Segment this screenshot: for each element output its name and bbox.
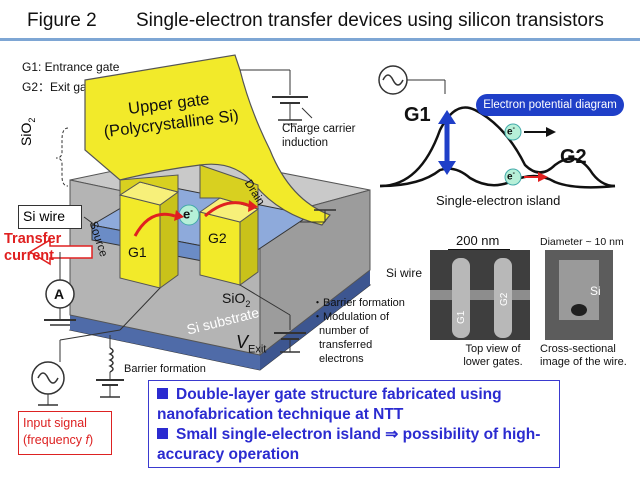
sio2-mid-label: SiO2: [222, 290, 251, 309]
potential-electron-2: [504, 168, 522, 186]
ammeter-label: A: [54, 286, 65, 302]
potential-electron-1-label: e-: [507, 125, 515, 138]
potential-curve-upper: [379, 106, 616, 188]
cross-section-caption: Cross-sectional image of the wire.: [540, 343, 627, 368]
potential-diagram-badge: Electron potential diagram: [476, 94, 624, 116]
barrier-formation-label: Barrier formation: [124, 363, 206, 375]
diameter-label: Diameter ~ 10 nm: [540, 236, 624, 248]
island-electron-label: e-: [183, 206, 193, 222]
g1-label: G1: [128, 244, 147, 260]
micrograph-g2-label: G2: [499, 292, 510, 306]
micrograph-g1-label: G1: [456, 310, 467, 324]
g1-gate-front: [119, 194, 161, 289]
upper-gate-shape: [84, 54, 331, 226]
sio2-top-label: SiO2: [18, 117, 37, 146]
barrier-notes: ・Barrier formation ・Modulation of number…: [312, 297, 405, 365]
potential-curve-lower: [379, 167, 616, 189]
charge-carrier-label: Charge carrier induction: [282, 123, 356, 149]
transfer-arrow-1: [133, 212, 176, 237]
top-view-caption: Top view of lower gates.: [463, 343, 523, 368]
bullet-square-icon: [157, 388, 168, 399]
title-divider: [0, 38, 640, 41]
ammeter: [45, 279, 75, 309]
g2-gate-front: [199, 211, 241, 286]
figure-heading: Single-electron transfer devices using s…: [136, 10, 604, 31]
vexit-label: VExit: [236, 332, 267, 356]
top-view-micrograph: [430, 250, 530, 340]
transfer-current-arrow: [28, 238, 93, 266]
si-substrate-right: [260, 270, 370, 370]
si-core-label: Si: [590, 284, 601, 298]
transfer-arrow-2: [204, 201, 251, 218]
scale-label: 200 nm: [456, 233, 500, 248]
si-substrate-front: [70, 315, 260, 370]
potential-electron-2-label: e-: [507, 170, 515, 183]
upper-gate-leg1: [119, 174, 179, 196]
potential-electron-1: [504, 123, 522, 141]
inductor: [108, 347, 114, 373]
micrograph-si-wire-label: Si wire: [386, 266, 423, 280]
summary-box: Double-layer gate structure fabricated u…: [148, 380, 560, 468]
legend-g1: G1: Entrance gate: [22, 60, 120, 74]
si-wire-label: Si wire: [18, 205, 82, 229]
transfer-current-label: Transfer current: [4, 231, 62, 264]
legend-g2: G2：Exit gate: [22, 80, 97, 94]
cross-section-micrograph: [545, 250, 613, 340]
figure-number: Figure 2: [27, 10, 97, 31]
potential-g2-label: G2: [560, 146, 587, 168]
input-signal-label: Input signal (frequency f): [18, 411, 112, 455]
sio2-brace: [55, 127, 69, 187]
g2-label: G2: [208, 230, 227, 246]
potential-g1-label: G1: [404, 104, 431, 126]
single-electron-island-label: Single-electron island: [436, 193, 561, 208]
bullet-square-icon: [157, 428, 168, 439]
g1-gate-side: [159, 191, 179, 289]
